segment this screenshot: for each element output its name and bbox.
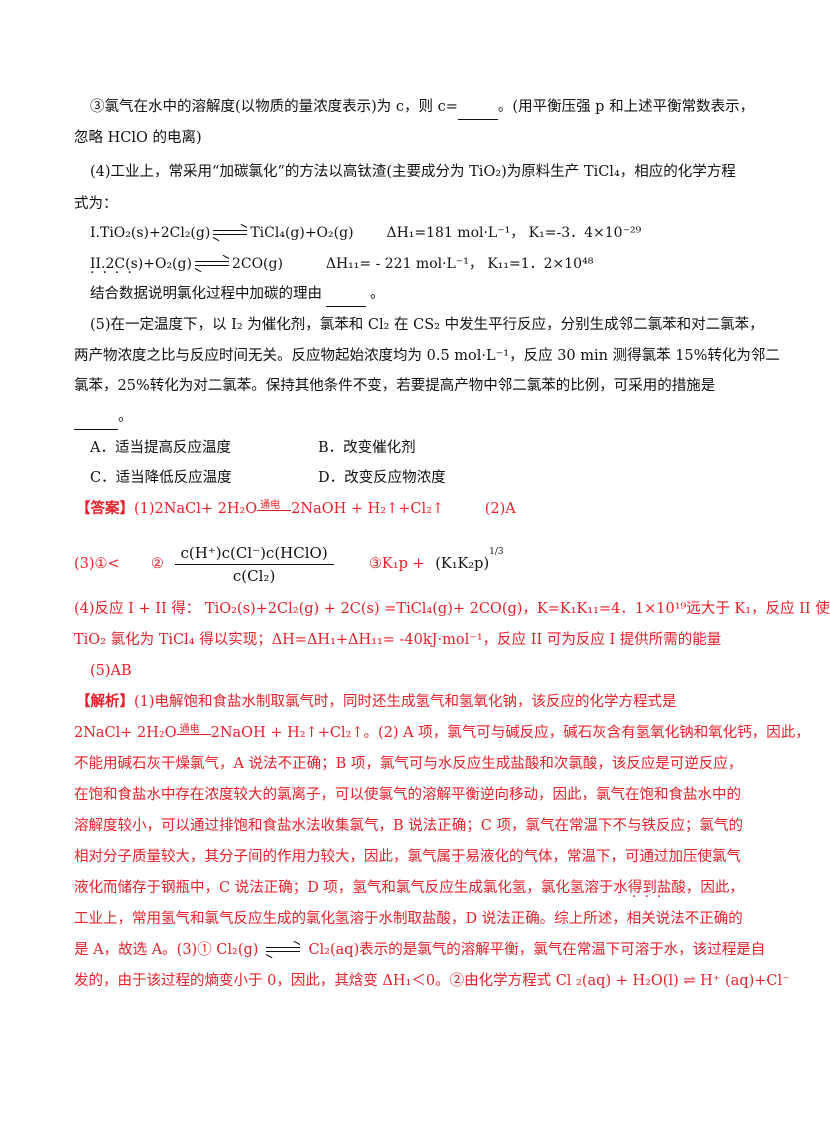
- explanation-reactants: 2NaCl+ 2H₂O: [74, 725, 177, 741]
- answer-3-3: ③K₁p +: [368, 556, 425, 572]
- answer-1-reactants: (1)2NaCl+ 2H₂O: [134, 501, 258, 517]
- answer-3-3-term: (K₁K₂p): [435, 556, 490, 572]
- option-d: D．改变反应物浓度: [318, 470, 446, 486]
- equation-I: I.TiO₂(s)+2Cl₂(g) TiCl₄(g)+O₂(g) ΔH₁=181 …: [90, 221, 750, 245]
- answer-blank: [326, 282, 366, 307]
- emphasis-dots: ····: [90, 265, 140, 281]
- answer-line-3: (3)①< ② c(H⁺)c(Cl⁻)c(HClO) c(Cl₂) ③K₁p +…: [74, 528, 734, 585]
- eq2-products: 2CO(g): [231, 256, 283, 272]
- answer-2: (2)A: [484, 501, 516, 517]
- explanation-text: 2NaOH + H₂↑+Cl₂↑。(2) A 项，氯气可与碱反应，碱石灰含有氢氧…: [210, 725, 810, 741]
- q4-end: 。: [370, 286, 385, 302]
- answer-4-line-1: (4)反应 I + II 得： TiO₂(s)+2Cl₂(g) + 2C(s) …: [74, 601, 830, 617]
- q3-line-2: 忽略 HClO 的电离): [74, 130, 202, 146]
- equilibrium-arrow-icon: [266, 940, 301, 959]
- answer-1-products: 2NaOH + H₂↑+Cl₂↑: [291, 501, 445, 517]
- eq1-enthalpy: ΔH₁=181 mol·L⁻¹，: [386, 225, 525, 241]
- eq1-products: TiCl₄(g)+O₂(g): [250, 225, 354, 241]
- q4-question: 结合数据说明氯化过程中加碳的理由: [90, 286, 322, 302]
- option-a: A．适当提高反应温度: [90, 440, 231, 456]
- q4-line-2: 式为：: [74, 196, 118, 212]
- document-page: ③氯气在水中的溶解度(以物质的量浓度表示)为 c，则 c= 。(用平衡压强 p …: [74, 95, 830, 989]
- electrolysis-arrow-icon: 通电: [257, 500, 292, 516]
- explanation-text: (1)电解饱和食盐水制取氯气时，同时还生成氢气和氢氧化钠，该反应的化学方程式是: [134, 694, 677, 710]
- eq2-enthalpy: ΔH₁₁= - 221 mol·L⁻¹，: [325, 256, 483, 272]
- explanation-text: Cl₂(aq)表示的是氯气的溶解平衡，氯气在常温下可溶于水，该过程是自: [308, 942, 766, 958]
- q3-text: ③氯气在水中的溶解度(以物质的量浓度表示)为 c，则 c=: [90, 99, 458, 115]
- q5-line-3: 氯苯，25%转化为对二氯苯。保持其他条件不变，若要提高产物中邻二氯苯的比例，可采…: [74, 378, 716, 394]
- eq1-constant: K₁=-3．4×10⁻²⁹: [528, 225, 642, 241]
- q5-line-2: 两产物浓度之比与反应时间无关。反应物起始浓度均为 0.5 mol·L⁻¹，反应 …: [74, 348, 780, 364]
- equation-II: II.2C(s)+O₂(g) 2CO(g) ΔH₁₁= - 221 mol·L⁻¹…: [90, 252, 750, 276]
- q5-end: 。: [118, 409, 133, 425]
- fraction-denominator: c(Cl₂): [232, 566, 276, 585]
- answer-4-line-2: TiO₂ 氯化为 TiCl₄ 得以实现；ΔH=ΔH₁+ΔH₁₁= -40kJ·m…: [74, 632, 722, 648]
- answer-blank: [457, 95, 498, 120]
- electrolysis-arrow-icon: 通电: [176, 724, 211, 740]
- q5-line-4: 。: [74, 405, 734, 430]
- answer-blank: [74, 405, 118, 430]
- explanation-eq-left: 是 A，故选 A。(3)① Cl₂(g): [74, 942, 259, 958]
- eq2-constant: K₁₁=1．2×10⁴⁸: [487, 256, 594, 272]
- emphasis-dots: ···: [632, 889, 670, 905]
- equilibrium-arrow-icon: [194, 254, 230, 273]
- explanation-line-4: 在饱和食盐水中存在浓度较大的氯离子，可以使氯气的溶解平衡逆向移动，因此，氯气在饱…: [74, 787, 741, 803]
- explanation-line-1: 【解析】(1)电解饱和食盐水制取氯气时，同时还生成氢气和氢氧化钠，该反应的化学方…: [76, 690, 736, 714]
- explanation-line-3: 不能用碱石灰干燥氯气，A 说法不正确；B 项，氯气可与水反应生成盐酸和次氯酸，该…: [74, 756, 743, 772]
- explanation-label: 【解析】: [76, 694, 134, 710]
- answer-3-1: (3)①<: [74, 556, 120, 572]
- equilibrium-fraction: c(H⁺)c(Cl⁻)c(HClO) c(Cl₂): [174, 544, 334, 585]
- explanation-line-7: 液化而储存于钢瓶中，C 说法正确；D 项，氢气和氯气反应生成氯化氢，氯化氢溶于水…: [74, 880, 744, 896]
- q4-line-5: 结合数据说明氯化过程中加碳的理由 。: [90, 282, 750, 307]
- option-row-1: A．适当提高反应温度 B．改变催化剂: [90, 436, 750, 460]
- explanation-line-5: 溶解度较小，可以通过排饱和食盐水法收集氯气，B 说法正确；C 项，氯气在常温下不…: [74, 818, 743, 834]
- option-b: B．改变催化剂: [318, 440, 416, 456]
- q3-line-1: ③氯气在水中的溶解度(以物质的量浓度表示)为 c，则 c= 。(用平衡压强 p …: [90, 95, 754, 120]
- exponent: 1/3: [489, 547, 504, 557]
- explanation-line-8: 工业上，常用氢气和氯气反应生成的氯化氢溶于水制取盐酸，D 说法正确。综上所述，相…: [74, 911, 743, 927]
- explanation-line-9: 是 A，故选 A。(3)① Cl₂(g) Cl₂(aq)表示的是氯气的溶解平衡，氯…: [74, 938, 765, 962]
- fraction-numerator: c(H⁺)c(Cl⁻)c(HClO): [174, 544, 334, 565]
- answer-3-2: ②: [150, 556, 164, 572]
- eq2-reactants: II.2C(s)+O₂(g): [90, 256, 192, 272]
- equilibrium-arrow-icon: [213, 223, 248, 242]
- condition-label: 通电: [179, 724, 200, 735]
- answer-label: 【答案】: [76, 501, 134, 517]
- condition-label: 通电: [260, 500, 281, 511]
- q5-line-1: (5)在一定温度下，以 I₂ 为催化剂，氯苯和 Cl₂ 在 CS₂ 中发生平行反…: [90, 317, 764, 333]
- option-c: C．适当降低反应温度: [90, 470, 232, 486]
- eq1-reactants: I.TiO₂(s)+2Cl₂(g): [90, 225, 211, 241]
- q4-line-1: (4)工业上，常采用“加碳氯化”的方法以高钛渣(主要成分为 TiO₂)为原料生产…: [90, 164, 736, 180]
- q3-text-end: 。(用平衡压强 p 和上述平衡常数表示，: [497, 99, 755, 115]
- option-row-2: C．适当降低反应温度 D．改变反应物浓度: [90, 466, 750, 490]
- explanation-line-10: 发的，由于该过程的熵变小于 0，因此，其焓变 ΔH₁＜0。②由化学方程式 Cl …: [74, 973, 790, 989]
- explanation-line-6: 相对分子质量较大，其分子间的作用力较大，因此，氯气属于易液化的气体，常温下，可通…: [74, 849, 741, 865]
- answer-5: (5)AB: [90, 663, 132, 679]
